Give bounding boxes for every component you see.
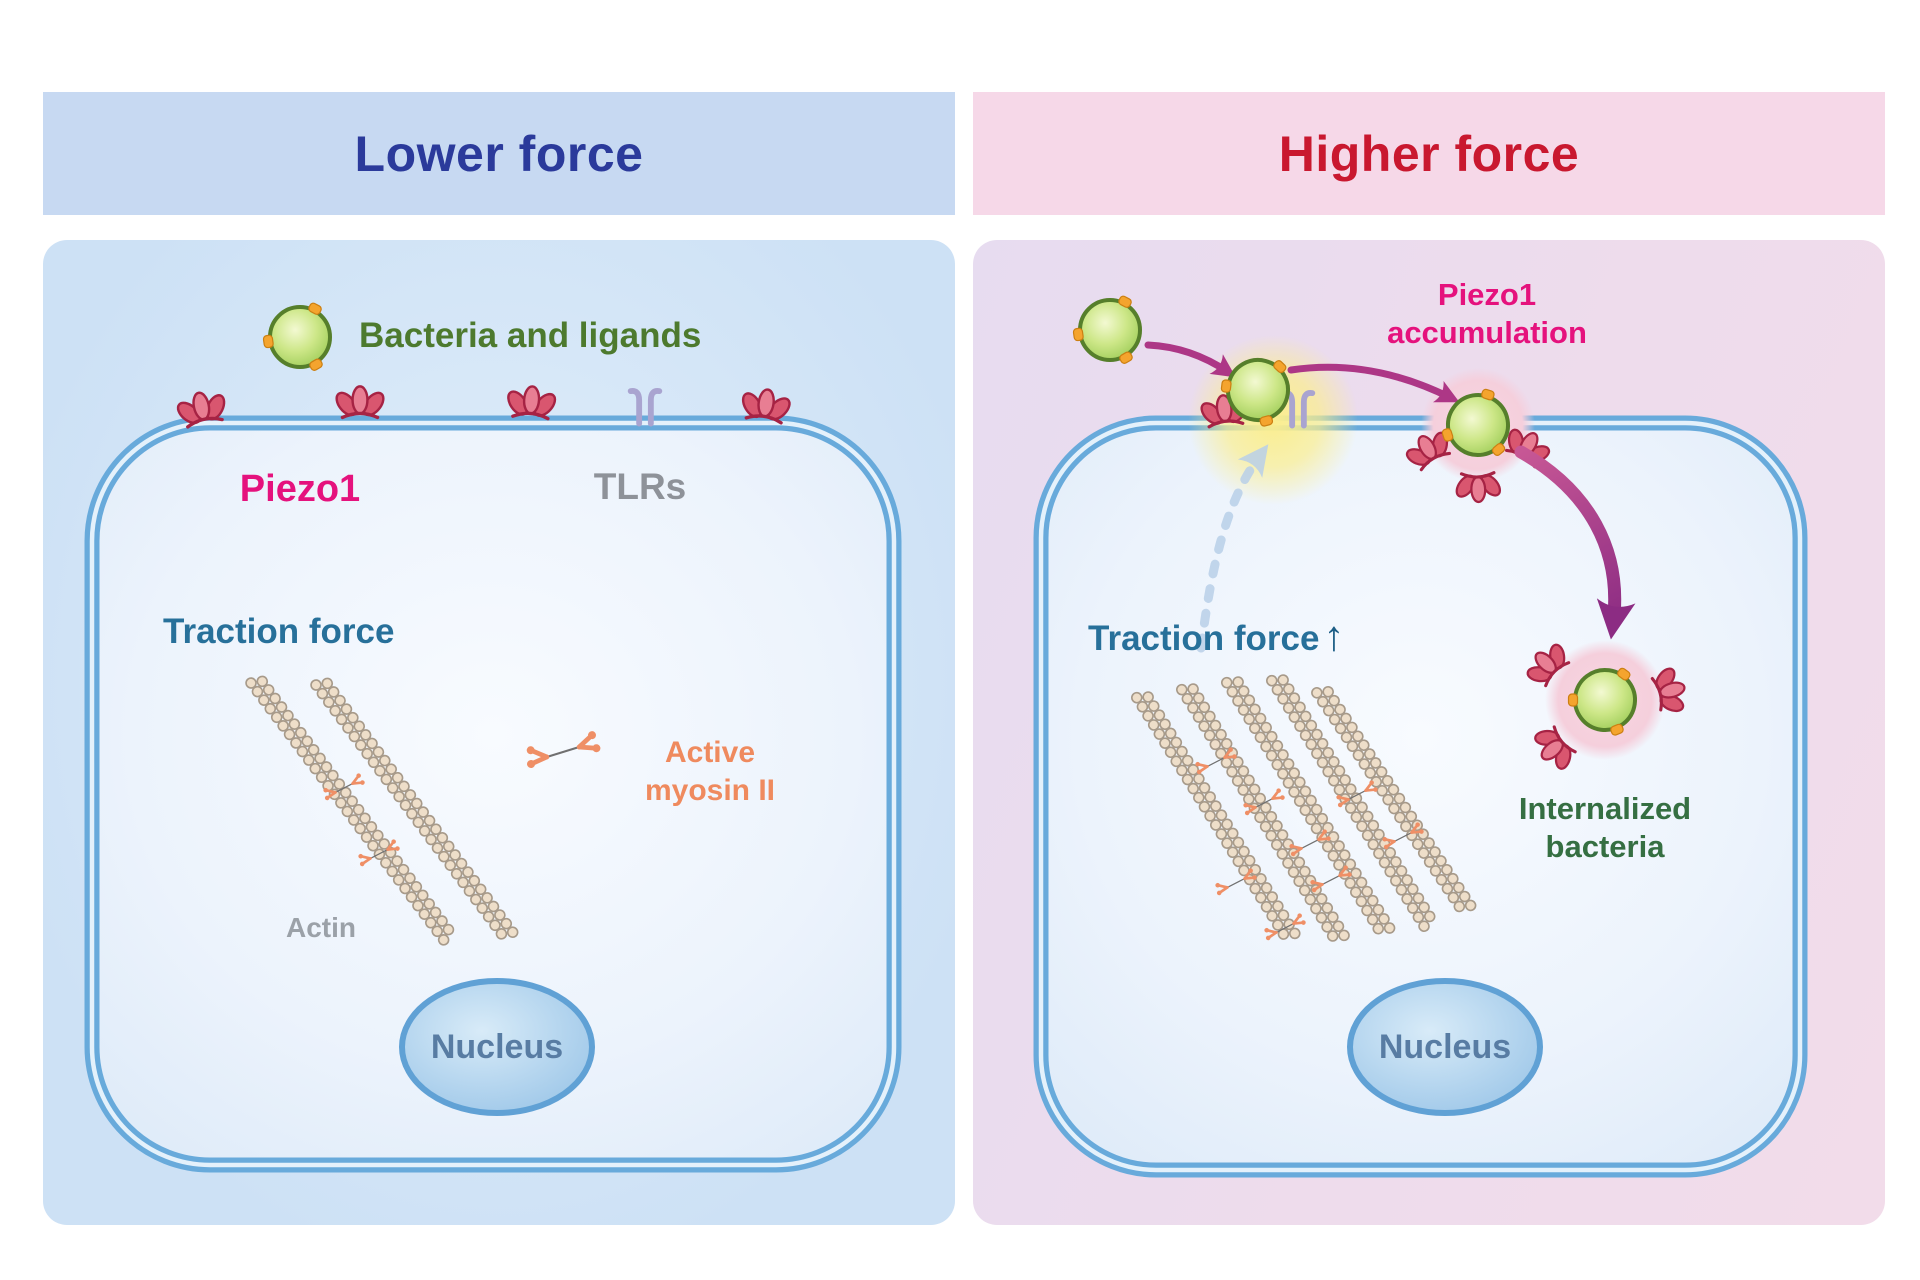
bacteria-legend-label: Bacteria and ligands [359, 316, 702, 355]
right-panel-title: Higher force [1278, 125, 1580, 182]
active-myosin-label: Active myosin II [610, 734, 810, 810]
tlrs-label: TLRs [593, 466, 687, 507]
bacteria-icon [1071, 292, 1142, 367]
active-myosin-line1: Active [664, 736, 756, 769]
right-panel-header: Higher force [973, 92, 1885, 215]
cell-membrane-inner-line [89, 420, 897, 1168]
internalized-line2: bacteria [1545, 829, 1665, 864]
piezo1-accumulation-label: Piezo1 accumulation [1367, 276, 1607, 352]
traction-force-text: Traction force [1088, 619, 1320, 658]
left-panel-header: Lower force [43, 92, 955, 215]
traction-force-label: Traction force [163, 612, 395, 651]
active-myosin-line2: myosin II [644, 774, 776, 807]
traction-up-arrow: ↑ [1323, 612, 1345, 659]
left-cell-illustration [84, 299, 902, 1173]
actin-filaments [1131, 669, 1479, 949]
piezo1-accumulation-line2: accumulation [1387, 315, 1587, 350]
internalization-arrow [1514, 445, 1636, 640]
traction-force-label: Traction force↑ [1088, 612, 1344, 660]
piezo1-icon [331, 384, 389, 421]
cell-membrane-inner-line [1038, 420, 1803, 1173]
nucleus-shape [399, 978, 595, 1116]
piezo1-label: Piezo1 [239, 468, 361, 510]
bacteria-icon [261, 299, 332, 374]
bacteria-approach-arrow [1144, 341, 1236, 378]
internalized-line1: Internalized [1518, 791, 1692, 826]
bacteria-to-accumulation-arrow [1287, 363, 1460, 403]
piezo1-accumulation-line1: Piezo1 [1437, 277, 1537, 312]
piezo1-icon [501, 382, 562, 423]
internalized-bacteria-label: Internalized bacteria [1485, 790, 1725, 866]
nucleus-shape [1347, 978, 1543, 1116]
nucleus-label: Nucleus [1378, 1028, 1512, 1066]
actin-filaments [245, 671, 520, 949]
right-panel: Piezo1 accumulation Traction force↑ Inte… [973, 240, 1885, 1225]
nucleus-label: Nucleus [430, 1028, 564, 1066]
left-panel: Bacteria and ligands Piezo1 TLRs Tractio… [43, 240, 955, 1225]
right-cell-illustration [1033, 292, 1808, 1178]
left-panel-title: Lower force [354, 125, 644, 182]
actin-label: Actin [286, 912, 356, 943]
force-feedback-dashed-arrow [1196, 444, 1269, 653]
